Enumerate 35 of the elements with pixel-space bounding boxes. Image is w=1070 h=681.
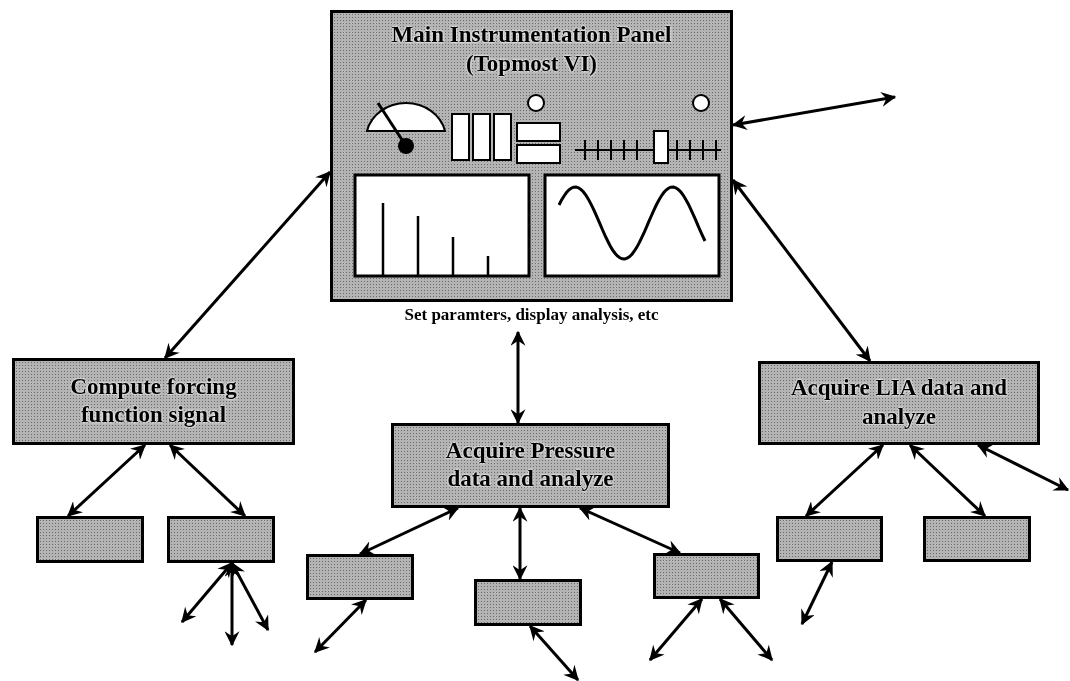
instrument-panel: [330, 10, 733, 302]
double-arrow: [510, 330, 526, 425]
double-arrow: [800, 560, 834, 626]
double-arrow: [648, 598, 704, 661]
process-box: [391, 423, 670, 508]
double-arrow: [313, 598, 368, 654]
empty-box: [776, 516, 883, 562]
process-box: [758, 361, 1040, 445]
double-arrow: [168, 443, 247, 518]
double-arrow: [731, 179, 872, 362]
double-arrow: [358, 506, 460, 556]
double-arrow: [578, 506, 682, 555]
double-arrow: [230, 561, 270, 632]
empty-box: [923, 516, 1031, 562]
double-arrow: [512, 506, 528, 581]
double-arrow: [718, 598, 774, 661]
empty-box: [167, 516, 275, 563]
empty-box: [474, 579, 582, 626]
double-arrow: [731, 91, 897, 131]
panel-caption: Set paramters, display analysis, etc: [403, 304, 660, 326]
box-label: Acquire LIA data and analyze: [789, 374, 1009, 431]
double-arrow: [805, 443, 884, 518]
double-arrow: [180, 562, 234, 623]
empty-box: [653, 553, 760, 599]
double-arrow: [908, 443, 987, 518]
double-arrow: [528, 625, 580, 681]
process-box: [12, 358, 295, 445]
box-label: Compute forcing function signal: [69, 372, 238, 430]
empty-box: [306, 554, 414, 600]
box-label: Acquire Pressure data and analyze: [444, 436, 617, 494]
double-arrow: [163, 171, 332, 359]
double-arrow: [67, 443, 146, 518]
panel-title: Main Instrumentation Panel (Topmost VI): [390, 21, 673, 78]
empty-box: [36, 516, 144, 563]
double-arrow: [976, 443, 1070, 492]
